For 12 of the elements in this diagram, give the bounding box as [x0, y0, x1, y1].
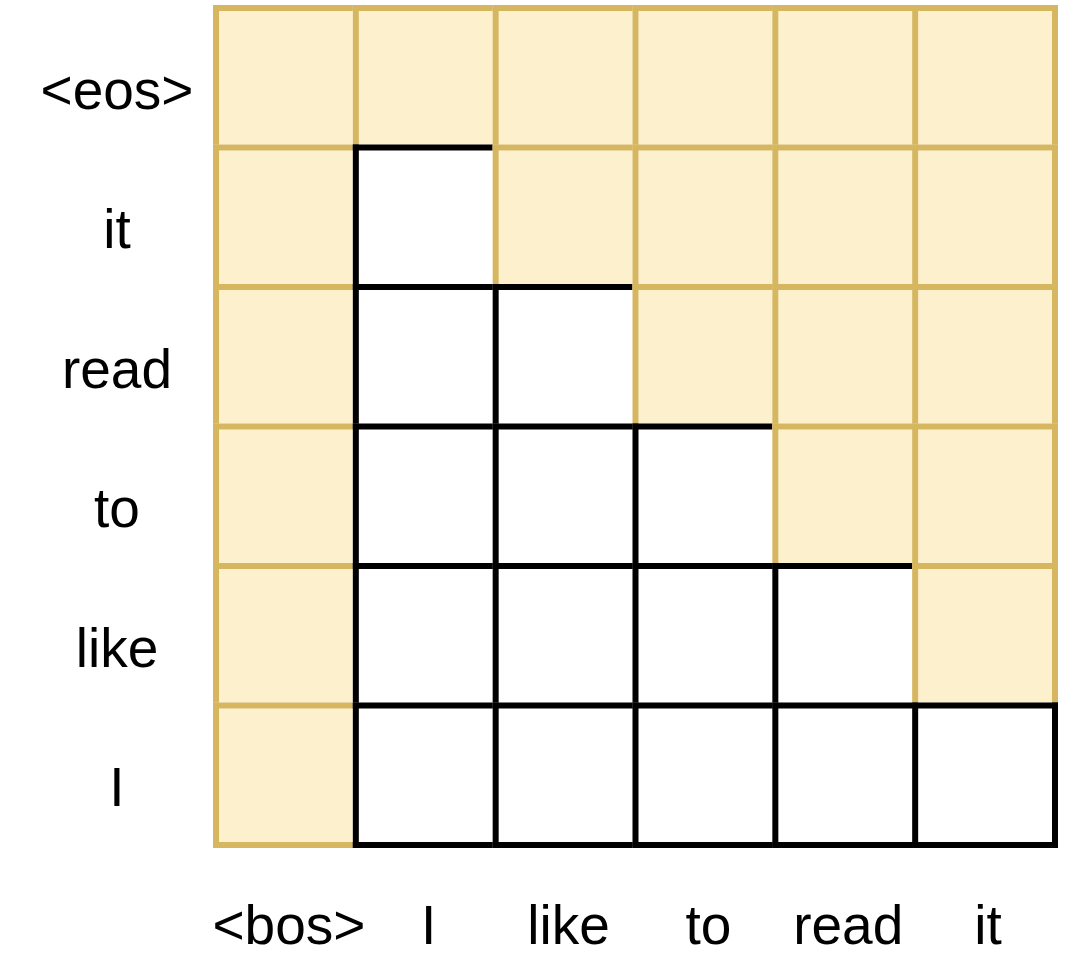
row-token-label: to: [94, 478, 140, 539]
row-token-label: I: [109, 757, 125, 818]
column-token-label: <bos>: [212, 895, 366, 955]
row-token-label: read: [61, 338, 173, 399]
column-token-label: to: [685, 895, 732, 955]
row-token-label: like: [75, 617, 159, 678]
column-token-label: I: [421, 895, 437, 955]
column-token-label: like: [527, 895, 610, 955]
column-token-label: it: [974, 895, 1002, 955]
row-token-label: <eos>: [40, 59, 194, 120]
column-token-label: read: [793, 895, 904, 955]
row-token-label: it: [103, 199, 131, 260]
